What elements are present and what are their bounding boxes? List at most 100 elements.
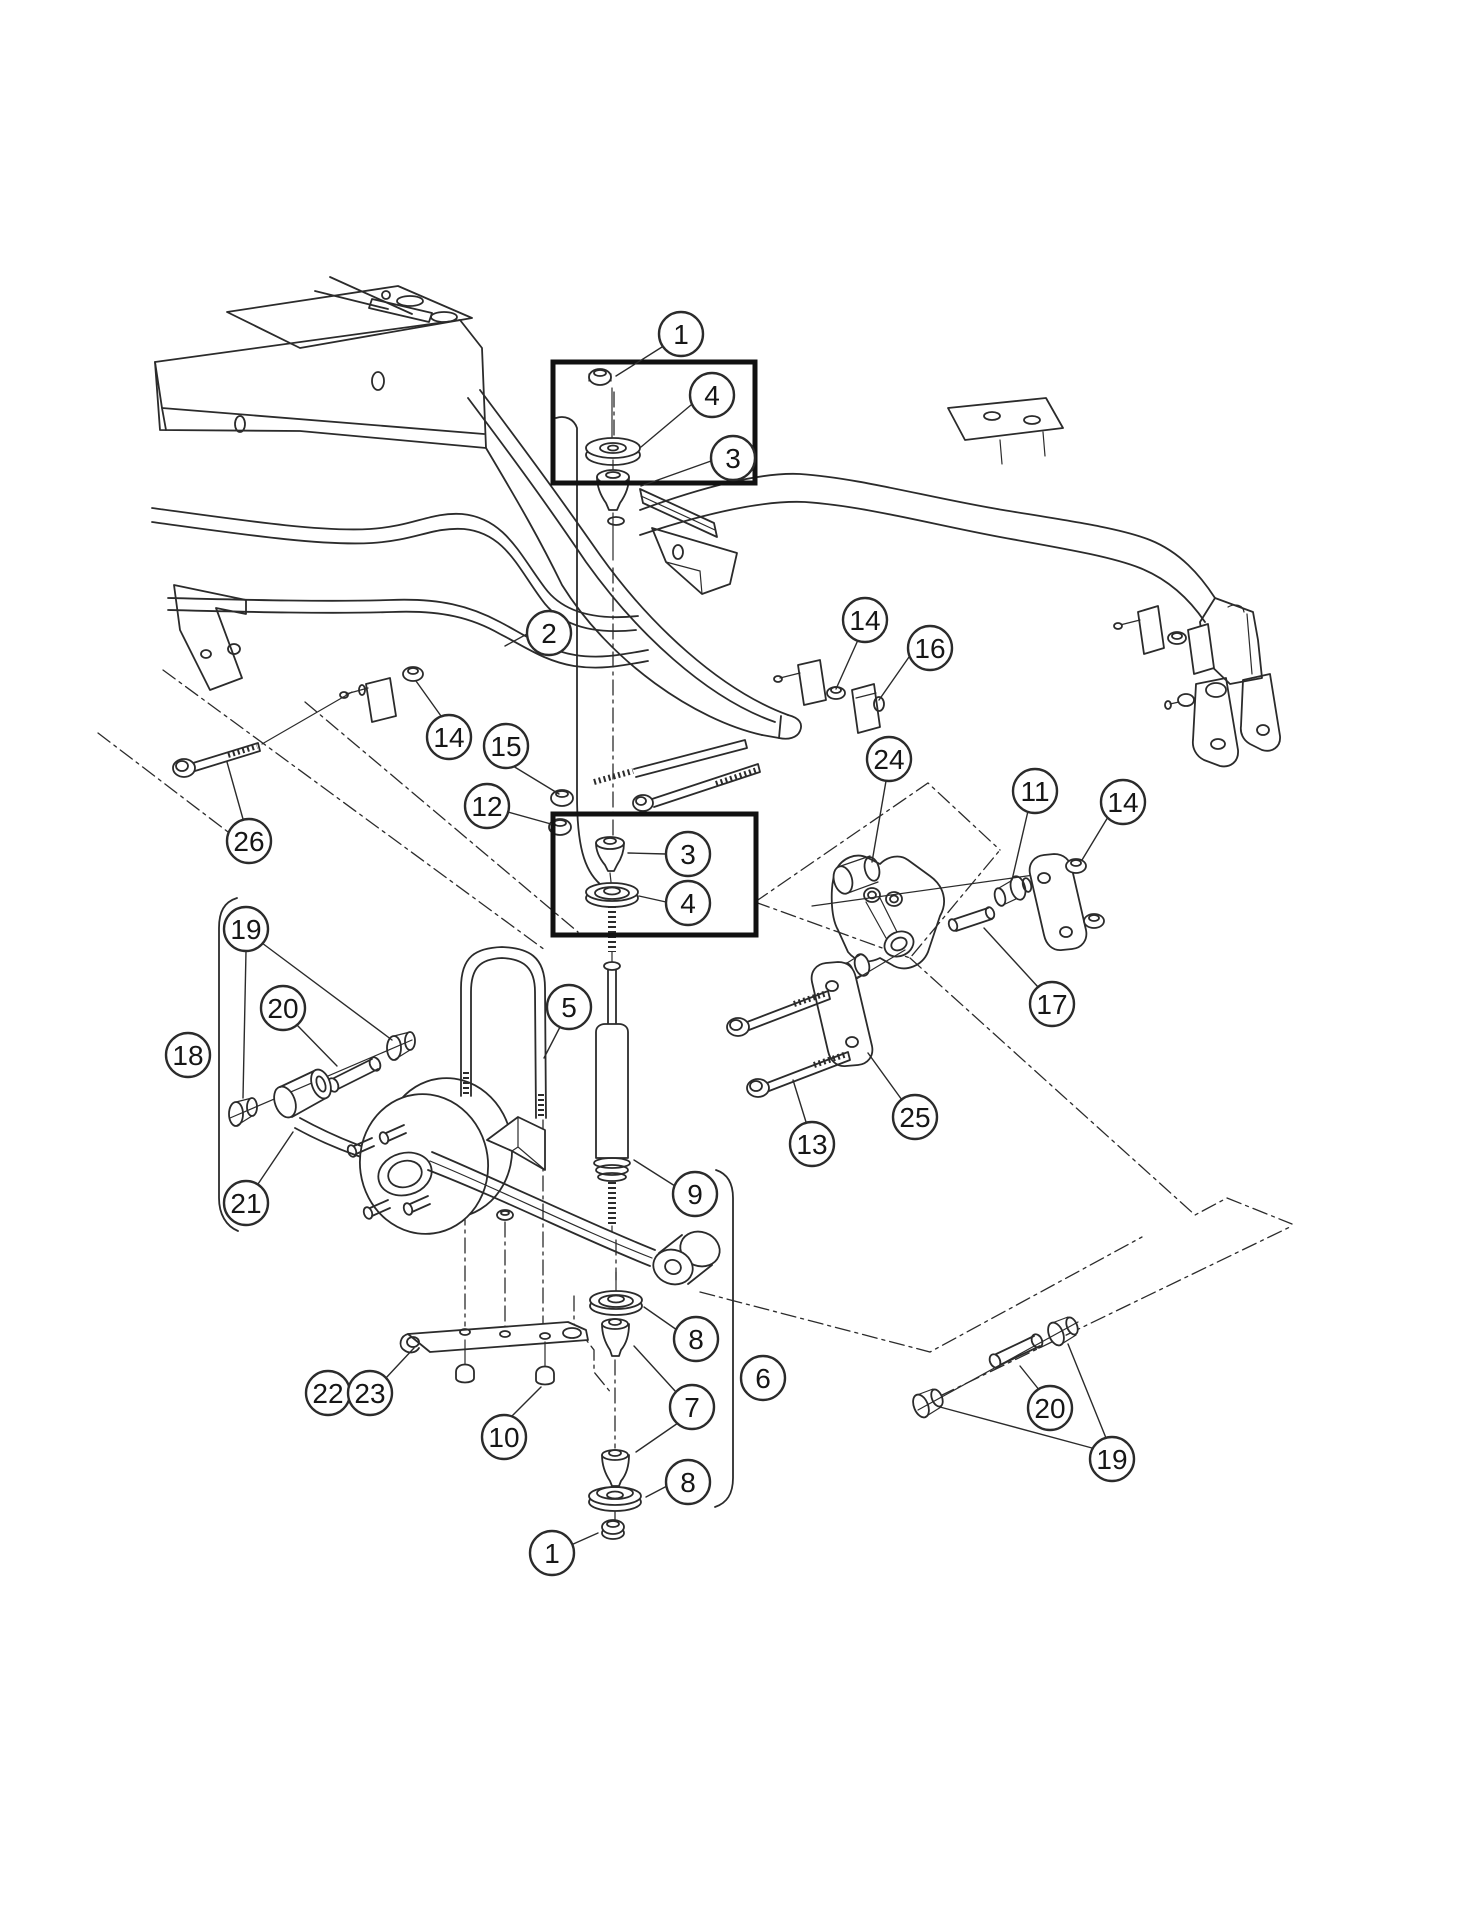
callout-8-upper: 8: [672, 1315, 720, 1363]
callout-20-right: 20: [1026, 1384, 1074, 1432]
callout-17: 17: [1028, 980, 1076, 1028]
svg-text:25: 25: [899, 1102, 930, 1133]
svg-text:9: 9: [687, 1179, 703, 1210]
callout-5: 5: [545, 983, 593, 1031]
washer-4-top: [585, 437, 641, 466]
link-stack-bottom: [588, 1271, 643, 1540]
washer-8-upper: [589, 1290, 643, 1316]
axis-line: [917, 1321, 1079, 1411]
u-bolt-5: [460, 946, 547, 1119]
frame-far-rail: [639, 397, 1281, 768]
callout-9: 9: [671, 1170, 719, 1218]
callout-16: 16: [906, 624, 954, 672]
callout-1-bottom: 1: [528, 1529, 576, 1577]
callout-7: 7: [668, 1383, 716, 1431]
callout-21: 21: [222, 1179, 270, 1227]
callout-4-top: 4: [688, 371, 736, 419]
spring-plate-wedge: [486, 1116, 546, 1171]
callout-4-lower: 4: [664, 879, 712, 927]
callout-25: 25: [891, 1093, 939, 1141]
callout-12: 12: [463, 782, 511, 830]
svg-text:19: 19: [1096, 1444, 1127, 1475]
callout-19-left: 19: [222, 905, 270, 953]
svg-text:7: 7: [684, 1392, 700, 1423]
bracket-6: [714, 1169, 734, 1508]
bushing-3-top: [596, 469, 630, 511]
callout-14-right: 14: [1099, 778, 1147, 826]
spacer-20-left: [326, 1056, 382, 1093]
callout-11: 11: [1011, 767, 1059, 815]
svg-text:11: 11: [1020, 776, 1049, 807]
callout-6: 6: [739, 1354, 787, 1402]
nut-1-bottom: [601, 1519, 625, 1540]
svg-text:23: 23: [354, 1378, 385, 1409]
clamp-14-left: [339, 666, 424, 723]
shackle-plate-25: [810, 961, 874, 1067]
svg-text:4: 4: [680, 888, 696, 919]
bushing-19-left: [228, 1097, 258, 1127]
mount-bolts: [593, 739, 761, 812]
spring-eye-bushing: [652, 1230, 721, 1286]
spring-mount-bracket: [555, 416, 738, 885]
spring-plate-22: [399, 1321, 589, 1386]
shock-absorber-9: [593, 961, 631, 1233]
callout-22: 22: [304, 1369, 352, 1417]
bushing-7-upper: [601, 1318, 630, 1357]
svg-text:22: 22: [312, 1378, 343, 1409]
svg-text:24: 24: [873, 744, 904, 775]
compensator-24: [830, 854, 945, 970]
washer-8-lower: [588, 1486, 642, 1512]
highlight-box-upper: [550, 359, 758, 486]
callout-14-left: 14: [425, 713, 473, 761]
callout-2: 2: [525, 609, 573, 657]
svg-text:2: 2: [541, 618, 557, 649]
svg-text:19: 19: [230, 914, 261, 945]
nut-icon: [1167, 631, 1187, 645]
svg-text:8: 8: [688, 1324, 704, 1355]
callout-8-lower: 8: [664, 1458, 712, 1506]
leaf-spring-main: [427, 1151, 721, 1286]
clamp-16: [851, 683, 885, 734]
svg-text:1: 1: [673, 319, 689, 350]
shackle-bolt: [1164, 693, 1195, 710]
svg-text:26: 26: [233, 826, 264, 857]
svg-text:6: 6: [755, 1363, 771, 1394]
nut-1-top: [588, 368, 612, 386]
svg-text:5: 5: [561, 992, 577, 1023]
bolts-13: [726, 990, 851, 1098]
nut-14-right: [1065, 858, 1105, 929]
callout-23: 23: [346, 1369, 394, 1417]
svg-text:10: 10: [488, 1422, 519, 1453]
svg-text:14: 14: [433, 722, 464, 753]
spacer-17: [947, 906, 996, 932]
svg-text:20: 20: [1034, 1393, 1065, 1424]
bushing-11: [993, 875, 1033, 907]
lower-mount-stack: [548, 789, 639, 963]
callout-14-mid: 14: [841, 596, 889, 644]
wheel-studs: [346, 1124, 431, 1220]
cap-nut-10: [455, 1363, 555, 1386]
callout-13: 13: [788, 1120, 836, 1168]
svg-text:8: 8: [680, 1467, 696, 1498]
svg-text:13: 13: [796, 1129, 827, 1160]
callout-1-top: 1: [657, 310, 705, 358]
bushing-19-right-b: [912, 1388, 944, 1419]
axis-line: [811, 869, 1071, 907]
callout-20-left: 20: [259, 984, 307, 1032]
svg-text:4: 4: [704, 380, 720, 411]
svg-text:21: 21: [230, 1188, 261, 1219]
svg-text:20: 20: [267, 993, 298, 1024]
callout-15: 15: [482, 722, 530, 770]
bolt-head: [632, 794, 654, 812]
callout-10: 10: [480, 1413, 528, 1461]
callout-3-lower: 3: [664, 830, 712, 878]
callout-26: 26: [225, 817, 273, 865]
bolt-26: [172, 691, 353, 778]
svg-text:3: 3: [725, 443, 741, 474]
bushing-3-lower: [595, 836, 625, 872]
bushing-19-left-b: [386, 1031, 416, 1061]
highlight-box-lower: [550, 811, 759, 938]
spacer-20-right: [988, 1333, 1044, 1369]
leader-lines: [226, 346, 1109, 1546]
nut-15: [550, 789, 574, 807]
